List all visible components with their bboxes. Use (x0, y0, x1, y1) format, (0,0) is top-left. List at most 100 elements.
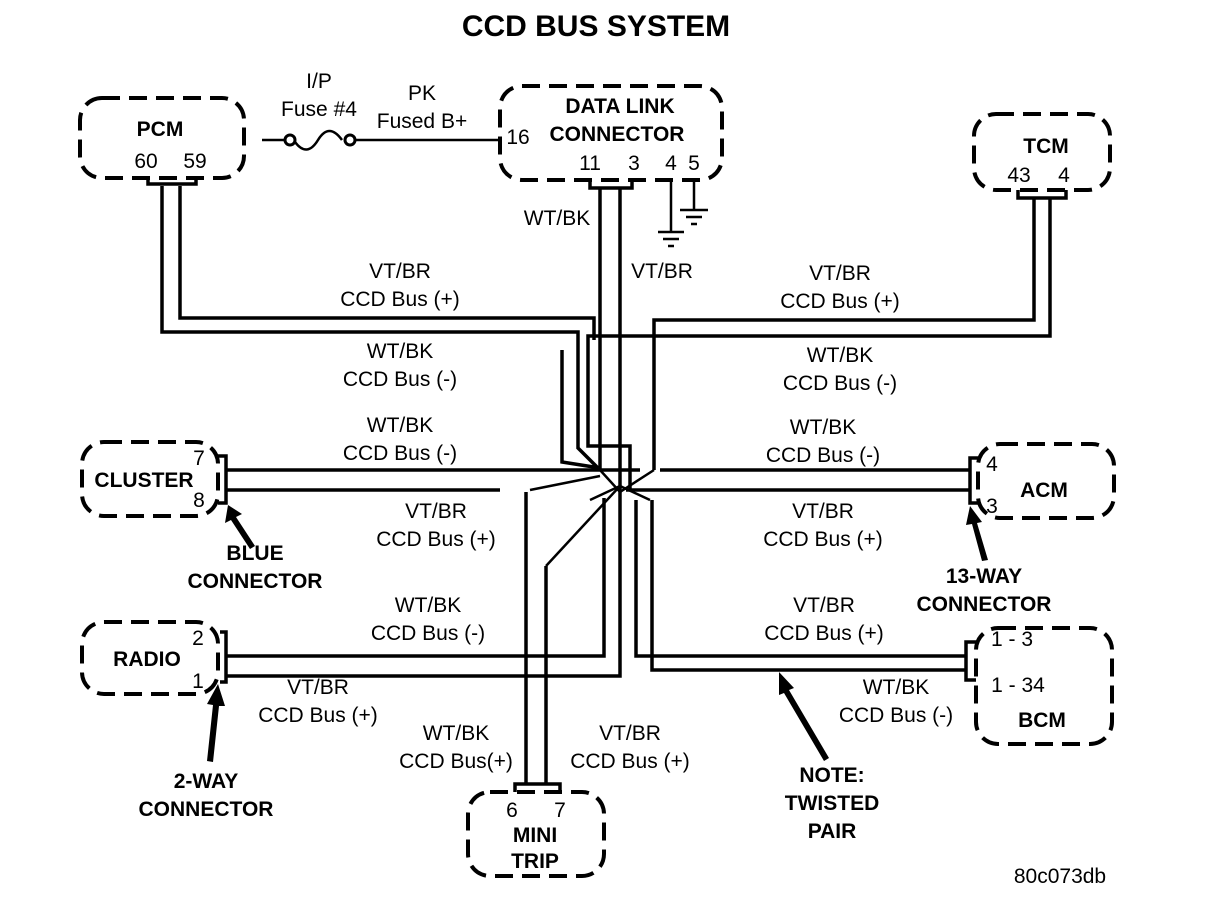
bcm-minus-color: WT/BK (863, 676, 930, 699)
dlc-pin-11: 11 (579, 152, 601, 175)
acm-label: ACM (1020, 479, 1068, 502)
cluster-plus-signal: CCD Bus (+) (376, 528, 496, 551)
callout-2-way-connector: 2-WAY CONNECTOR (139, 684, 273, 821)
bcm-plus-color: VT/BR (793, 594, 855, 617)
tcm-label: TCM (1023, 135, 1069, 158)
dlc-connector (588, 180, 634, 190)
minitrip-connector (513, 782, 562, 792)
blue-connector-line1: BLUE (226, 542, 283, 565)
acm-pin-4: 4 (986, 453, 998, 476)
cluster-label: CLUSTER (94, 469, 193, 492)
bcm-label: BCM (1018, 709, 1066, 732)
pcm-wtbk-wire-lower (560, 350, 601, 470)
fuse-icon (294, 129, 344, 151)
minitrip-pin-6: 6 (506, 799, 518, 822)
radio-box (80, 620, 220, 696)
tcm-pin-4: 4 (1058, 164, 1070, 187)
tcm-connector (1016, 190, 1068, 200)
dlc-pin-16: 16 (506, 126, 529, 149)
acm-pin-3: 3 (986, 495, 998, 518)
pcm-plus-color: VT/BR (369, 260, 431, 283)
tcm-minus-signal: CCD Bus (-) (783, 372, 897, 395)
pcm-connector (146, 176, 198, 186)
radio-vtbr-wire (226, 500, 622, 678)
bcm-vtbr-wire (634, 500, 966, 658)
tcm-pin-43: 43 (1007, 164, 1030, 187)
pcm-pin-60: 60 (134, 150, 157, 173)
acm-module: ACM 4 3 (968, 442, 1116, 520)
ground-icon-pin4 (658, 180, 684, 248)
data-link-connector: DATA LINK CONNECTOR 16 11 3 4 5 (498, 84, 724, 248)
callout-twisted-pair: NOTE: TWISTED PAIR (779, 672, 879, 843)
bcm-pin-1-34: 1 - 34 (991, 674, 1045, 697)
acm-minus-color: WT/BK (790, 416, 857, 439)
arrow-icon (207, 684, 225, 762)
bcm-pin-1-3: 1 - 3 (991, 628, 1033, 651)
dlc-label-line2: CONNECTOR (550, 123, 685, 146)
blue-connector-line2: CONNECTOR (188, 570, 323, 593)
pcm-label: PCM (137, 118, 184, 141)
bcm-wtbk-wire (650, 500, 966, 672)
acm-box (976, 442, 1116, 520)
radio-pin-2: 2 (192, 627, 204, 650)
radio-module: RADIO 2 1 (80, 620, 228, 696)
arrow-icon (225, 505, 255, 549)
dlc-pin-4: 4 (665, 152, 677, 175)
wire-labels: VT/BR CCD Bus (+) WT/BK CCD Bus (-) VT/B… (258, 260, 953, 773)
tcm-vtbr-wire (652, 198, 1036, 470)
wiring (160, 186, 1052, 784)
arrow-icon (966, 506, 988, 561)
twisted-pair-line1: NOTE: (799, 764, 864, 787)
cluster-minus-signal: CCD Bus (-) (343, 442, 457, 465)
minitrip-pin-7: 7 (554, 799, 566, 822)
pcm-plus-signal: CCD Bus (+) (340, 288, 460, 311)
fuse-ip-4: I/P Fuse #4 PK Fused B+ (262, 70, 502, 151)
thirteen-way-line2: CONNECTOR (917, 593, 1052, 616)
tcm-plus-signal: CCD Bus (+) (780, 290, 900, 313)
arrow-icon (779, 672, 829, 761)
minitrip-right-color: VT/BR (599, 722, 661, 745)
dlc-wtbk-label: WT/BK (524, 207, 591, 230)
cluster-pin-7: 7 (193, 447, 205, 470)
minitrip-left-color: WT/BK (423, 722, 490, 745)
two-way-line1: 2-WAY (174, 770, 239, 793)
fuse-terminal-right (343, 133, 357, 147)
cluster-module: CLUSTER 7 8 (80, 440, 228, 518)
tcm-plus-color: VT/BR (809, 262, 871, 285)
bcm-minus-signal: CCD Bus (-) (839, 704, 953, 727)
dlc-pin-3: 3 (628, 152, 640, 175)
minitrip-box (466, 790, 606, 878)
radio-pin-1: 1 (192, 670, 204, 693)
pcm-minus-signal: CCD Bus (-) (343, 368, 457, 391)
radio-plus-color: VT/BR (287, 676, 349, 699)
acm-plus-color: VT/BR (792, 500, 854, 523)
bcm-module: 1 - 3 1 - 34 BCM (964, 626, 1114, 746)
radio-minus-signal: CCD Bus (-) (371, 622, 485, 645)
twisted-pair-line2: TWISTED (785, 792, 880, 815)
acm-minus-signal: CCD Bus (-) (766, 444, 880, 467)
thirteen-way-line1: 13-WAY (946, 565, 1022, 588)
minitrip-diagonal-wire (545, 485, 621, 567)
dlc-pin-5: 5 (688, 152, 700, 175)
radio-2-way-connector (220, 630, 228, 684)
mini-trip-module: 6 7 MINI TRIP (466, 782, 606, 878)
tcm-minus-color: WT/BK (807, 344, 874, 367)
cluster-plus-color: VT/BR (405, 500, 467, 523)
pcm-vtbr-wire (160, 186, 602, 472)
tcm-module: TCM 43 4 (972, 112, 1112, 200)
minitrip-left-signal: CCD Bus(+) (399, 750, 513, 773)
feed-label-line1: PK (408, 82, 436, 105)
radio-minus-color: WT/BK (395, 594, 462, 617)
radio-plus-signal: CCD Bus (+) (258, 704, 378, 727)
tcm-wtbk-wire (586, 198, 1052, 490)
diagram-title: CCD BUS SYSTEM (462, 10, 730, 43)
cluster-blue-connector (218, 454, 228, 505)
dlc-box (498, 84, 724, 182)
pcm-module: PCM 60 59 (78, 96, 246, 186)
callout-blue-connector: BLUE CONNECTOR (188, 505, 323, 593)
pcm-pin-59: 59 (183, 150, 206, 173)
dlc-label-line1: DATA LINK (565, 95, 674, 118)
pcm-box (78, 96, 246, 180)
bcm-box (974, 626, 1114, 746)
